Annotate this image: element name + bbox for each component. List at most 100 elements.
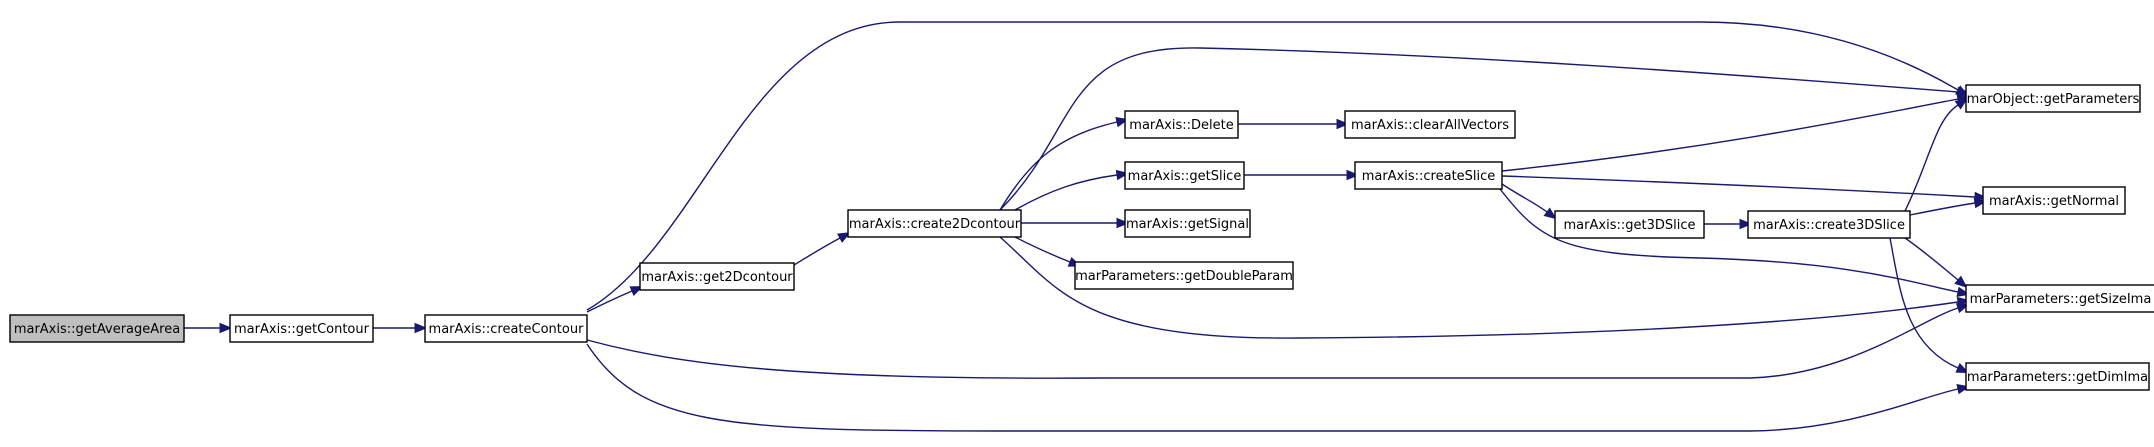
edge-line: [1904, 104, 1959, 212]
node-box: [639, 262, 795, 291]
arrow-head-icon: [1336, 118, 1350, 130]
function-node[interactable]: marParameters::getDoubleParam: [1074, 261, 1294, 290]
edge-line: [586, 307, 1959, 379]
call-edge: [1909, 197, 1988, 216]
node-label: marAxis::getContour: [234, 322, 370, 337]
call-edge: [999, 117, 1130, 211]
call-edge: [1501, 175, 1988, 203]
call-edge: [586, 303, 1970, 379]
node-box: [1554, 210, 1705, 239]
call-edge: [1904, 97, 1969, 212]
node-box: [1354, 161, 1503, 190]
arrow-head-icon: [414, 322, 428, 334]
arrow-head-icon: [1955, 363, 1970, 374]
function-node[interactable]: marAxis::createSlice: [1354, 161, 1503, 190]
function-node[interactable]: marAxis::get2Dcontour: [639, 262, 795, 291]
edge-line: [793, 237, 841, 266]
edge-line: [999, 47, 1959, 211]
call-edge: [1244, 169, 1360, 181]
node-label: marAxis::getSlice: [1128, 169, 1242, 184]
function-node[interactable]: marAxis::getContour: [229, 314, 374, 343]
function-node[interactable]: marParameters::getDimIma: [1965, 362, 2150, 391]
edge-line: [1014, 236, 1071, 263]
edge-line: [1501, 183, 1548, 213]
node-box: [1965, 284, 2154, 313]
node-box: [1124, 161, 1245, 190]
node-label: marAxis::clearAllVectors: [1351, 118, 1509, 133]
nodes-layer: marAxis::getAverageArea marAxis::getConto…: [9, 84, 2154, 391]
call-edge: [793, 232, 851, 266]
call-edge: [373, 322, 428, 334]
arrow-head-icon: [1116, 217, 1130, 229]
node-label: marAxis::create3DSlice: [1753, 218, 1905, 233]
node-label: marAxis::create2Dcontour: [849, 217, 1021, 232]
arrow-head-icon: [837, 232, 851, 243]
edge-line: [1501, 175, 1976, 198]
call-edge: [586, 343, 1971, 432]
call-edge: [586, 286, 644, 313]
function-node[interactable]: marAxis::Delete: [1124, 110, 1239, 139]
call-edge: [1501, 93, 1971, 172]
root-function-node[interactable]: marAxis::getAverageArea: [9, 314, 185, 343]
call-edge: [1501, 183, 1557, 220]
node-label: marParameters::getDimIma: [1967, 370, 2148, 385]
node-box: [229, 314, 374, 343]
arrow-head-icon: [1543, 207, 1557, 220]
call-edge: [1889, 237, 1970, 374]
call-edge: [1904, 237, 1968, 288]
node-box: [1982, 186, 2126, 215]
node-box: [424, 314, 588, 343]
call-edge: [1014, 169, 1130, 211]
edge-line: [1014, 174, 1118, 211]
edge-line: [999, 236, 1959, 339]
arrow-head-icon: [1954, 275, 1968, 288]
node-label: marAxis::getAverageArea: [14, 322, 180, 337]
node-box: [1074, 261, 1294, 290]
node-label: marAxis::createContour: [429, 322, 585, 337]
edge-line: [1499, 188, 1959, 293]
call-edge: [1021, 217, 1130, 229]
node-box: [9, 314, 185, 343]
node-label: marObject::getParameters: [1967, 92, 2140, 107]
function-node[interactable]: marAxis::create3DSlice: [1747, 210, 1911, 239]
function-node[interactable]: marAxis::getSignal: [1124, 209, 1251, 238]
function-node[interactable]: marAxis::get3DSlice: [1554, 210, 1705, 239]
node-box: [847, 209, 1022, 238]
node-label: marParameters::getSizeIma: [1970, 292, 2152, 307]
function-node[interactable]: marObject::getParameters: [1965, 84, 2141, 113]
node-label: marAxis::createSlice: [1362, 169, 1496, 184]
call-edge: [184, 322, 233, 334]
arrow-head-icon: [629, 286, 644, 297]
edge-line: [1904, 237, 1959, 281]
edge-line: [586, 290, 633, 313]
function-node[interactable]: marAxis::getSlice: [1124, 161, 1245, 190]
node-label: marAxis::get3DSlice: [1564, 218, 1696, 233]
node-label: marAxis::Delete: [1129, 118, 1233, 133]
edge-line: [999, 121, 1118, 211]
edge-line: [1909, 202, 1976, 216]
call-edge: [999, 47, 1971, 211]
function-node[interactable]: marAxis::create2Dcontour: [847, 209, 1022, 238]
edge-line: [1889, 237, 1959, 369]
node-box: [1965, 362, 2150, 391]
node-label: marAxis::getSignal: [1126, 217, 1249, 232]
edge-line: [586, 343, 1959, 432]
node-box: [1124, 110, 1239, 139]
node-label: marAxis::get2Dcontour: [641, 270, 793, 285]
arrow-head-icon: [1346, 169, 1360, 181]
arrow-head-icon: [219, 322, 233, 334]
function-node[interactable]: marAxis::clearAllVectors: [1344, 110, 1516, 139]
edges-layer: [184, 21, 1988, 432]
node-label: marAxis::getNormal: [1989, 194, 2119, 209]
call-edge: [1704, 218, 1753, 230]
arrow-head-icon: [1739, 218, 1753, 230]
node-box: [1344, 110, 1516, 139]
function-node[interactable]: marAxis::getNormal: [1982, 186, 2126, 215]
function-node[interactable]: marParameters::getSizeIma: [1965, 284, 2154, 313]
node-box: [1965, 84, 2141, 113]
node-label: marParameters::getDoubleParam: [1075, 269, 1293, 284]
arrow-head-icon: [1957, 86, 1971, 98]
function-node[interactable]: marAxis::createContour: [424, 314, 588, 343]
call-edge: [1014, 236, 1082, 267]
